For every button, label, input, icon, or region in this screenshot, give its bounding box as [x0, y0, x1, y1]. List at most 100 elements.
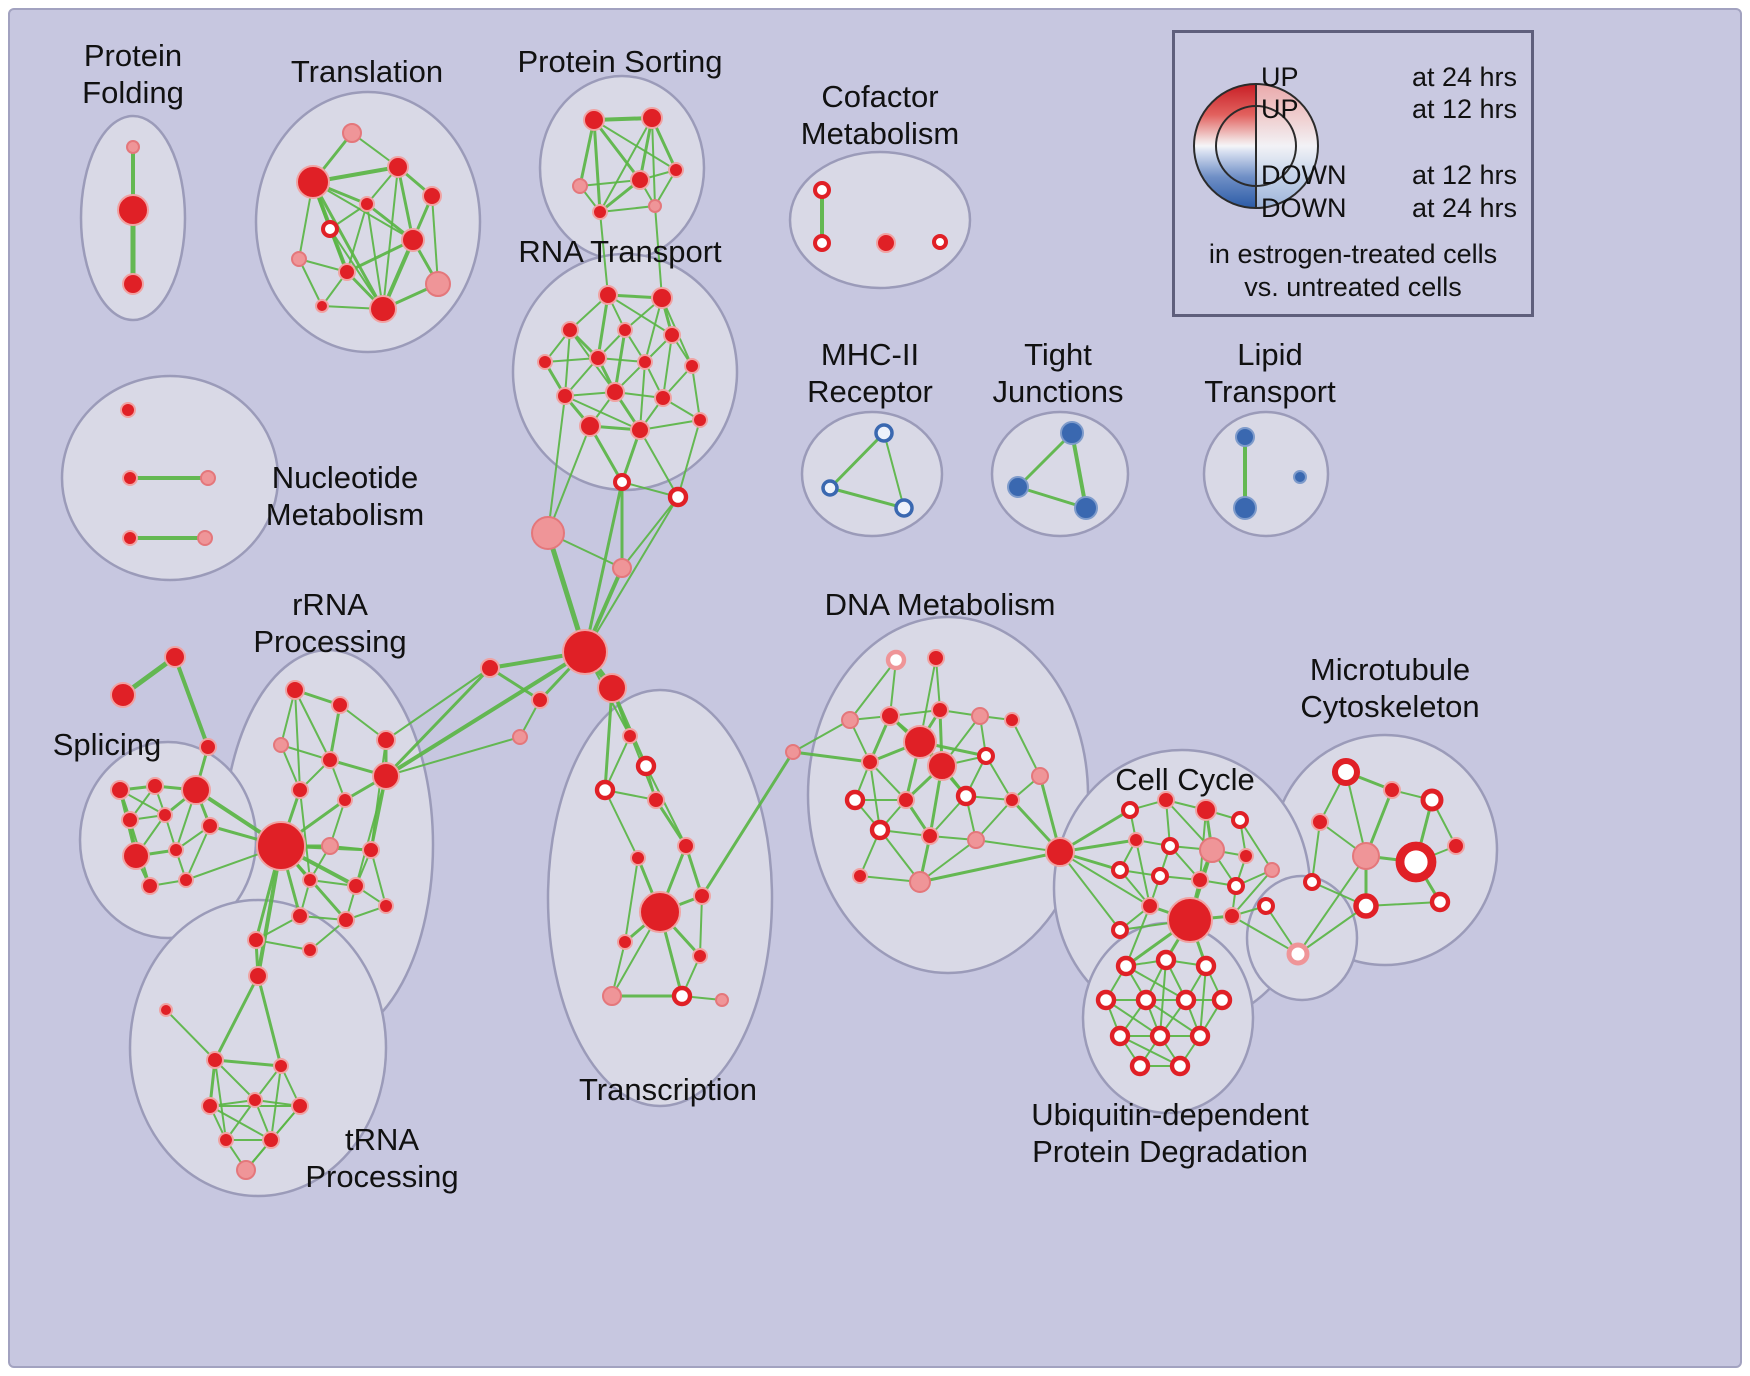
network-edge [1231, 869, 1273, 917]
node-red [921, 827, 939, 845]
cluster-ellipse-mhc-ii-receptor [800, 410, 944, 538]
network-edge [299, 789, 311, 881]
node-red [122, 842, 150, 870]
node-red [262, 1131, 280, 1149]
node-red [122, 273, 144, 295]
node-red [296, 165, 330, 199]
node-red [663, 326, 681, 344]
cluster-ellipse-translation [254, 90, 482, 354]
node-ring [1395, 841, 1437, 883]
node-red [1447, 837, 1465, 855]
network-edge [611, 687, 657, 801]
node-red [401, 228, 425, 252]
node-ring [594, 779, 616, 801]
legend-entry: UP at 24 hrs [1261, 62, 1517, 93]
node-red [617, 322, 633, 338]
node-red [338, 263, 356, 281]
legend-gradient-circle-icon [1193, 83, 1319, 209]
node-red [597, 673, 627, 703]
network-edge [165, 1009, 216, 1061]
node-red [422, 186, 442, 206]
network-edge [691, 365, 701, 421]
node-ring [667, 486, 689, 508]
node-red [1238, 848, 1254, 864]
node-ring [671, 985, 693, 1007]
node-pink [841, 711, 859, 729]
network-edge [1011, 719, 1041, 777]
node-ring [1231, 811, 1249, 829]
network-edge [579, 179, 641, 187]
node-red [121, 811, 139, 829]
node-red [362, 841, 380, 859]
node-red [378, 898, 394, 914]
node-red [622, 728, 638, 744]
node-blue-ring [874, 423, 894, 443]
node-pink [197, 530, 213, 546]
network-edge [599, 205, 656, 213]
node-red [579, 415, 601, 437]
node-blue [1293, 470, 1307, 484]
network-edge [599, 211, 609, 296]
node-ring [1429, 891, 1451, 913]
legend-entry-direction: UP [1261, 62, 1299, 92]
node-red [1004, 792, 1020, 808]
node-red [247, 931, 265, 949]
node-red [880, 706, 900, 726]
node-ring [1257, 897, 1275, 915]
node-red [556, 387, 574, 405]
node-red [285, 680, 305, 700]
node-red [1195, 799, 1217, 821]
node-red [692, 948, 708, 964]
cluster-label-transcription: Transcription [579, 1072, 757, 1107]
network-edge [699, 895, 703, 957]
node-red [122, 530, 138, 546]
node-red [248, 966, 268, 986]
node-red [617, 934, 633, 950]
network-edge [645, 765, 687, 847]
node-red [337, 911, 355, 929]
network-edge [639, 429, 679, 498]
node-red [592, 204, 608, 220]
node-red [1191, 871, 1209, 889]
legend-entry-direction: DOWN [1261, 193, 1347, 223]
cluster-ellipse-cofactor-metabolism [788, 150, 972, 290]
node-pink [1199, 837, 1225, 863]
node-red [315, 299, 329, 313]
node-pink [321, 837, 339, 855]
node-ring [1211, 989, 1233, 1011]
node-red [218, 1132, 234, 1148]
node-red [372, 762, 400, 790]
node-red [651, 287, 673, 309]
node-red [369, 295, 397, 323]
network-edge [214, 1059, 227, 1141]
cluster-ellipse-tight-junctions [990, 410, 1130, 538]
network-edge [213, 974, 260, 1062]
cluster-label-protein-sorting: Protein Sorting [517, 44, 722, 79]
network-edge [700, 750, 795, 898]
node-red [537, 354, 553, 370]
cluster-label-translation: Translation [291, 54, 443, 89]
network-edge [209, 1105, 272, 1141]
node-pink [1031, 767, 1049, 785]
node-red [630, 420, 650, 440]
node-red [1157, 791, 1175, 809]
network-edge [828, 486, 906, 510]
network-edge [312, 181, 414, 241]
node-pink [612, 558, 632, 578]
network-edge [547, 425, 591, 534]
network-edge [919, 839, 977, 883]
node-red [903, 725, 937, 759]
network-edge [294, 689, 301, 791]
network-edge [584, 496, 679, 653]
cluster-label-dna-metabolism: DNA Metabolism [825, 587, 1056, 622]
node-red [1311, 813, 1329, 831]
node-red [684, 358, 700, 374]
network-edge [385, 667, 491, 741]
network-edge [596, 293, 610, 360]
network-edge [1070, 431, 1088, 510]
legend-caption-line-1: in estrogen-treated cells [1208, 239, 1498, 269]
